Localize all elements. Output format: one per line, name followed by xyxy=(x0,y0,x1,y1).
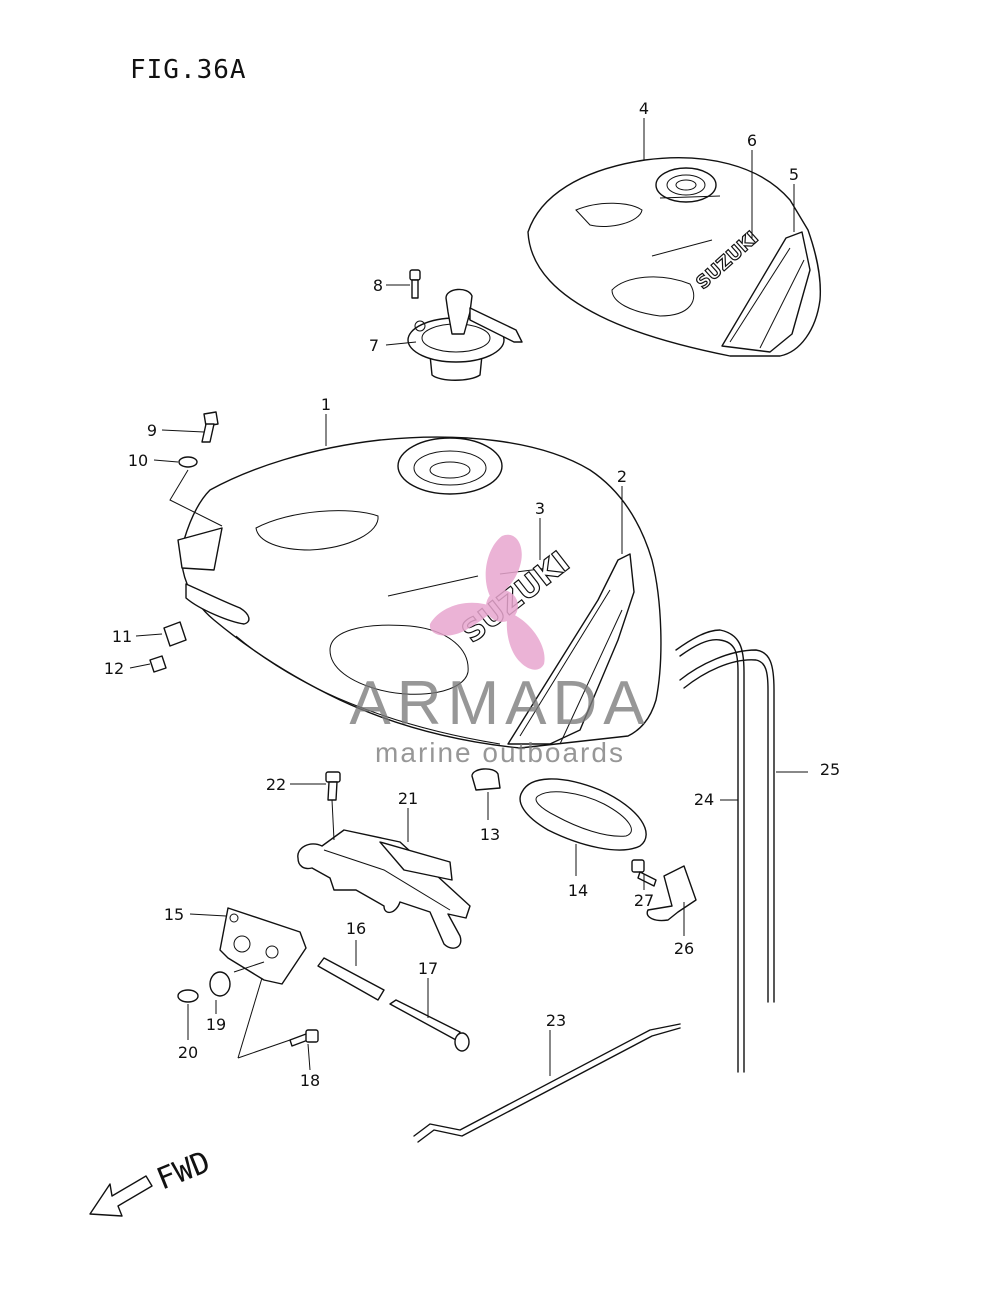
gasket-14 xyxy=(519,778,647,851)
leader-lines xyxy=(129,118,808,1076)
fuel-cap-bolt xyxy=(409,269,421,299)
bolt-17 xyxy=(389,999,470,1052)
collar-16 xyxy=(317,957,385,1001)
hose-24 xyxy=(679,649,775,1003)
callout-3: 3 xyxy=(535,499,545,518)
fuel-tank: SUZUKI xyxy=(177,436,662,749)
nut-12 xyxy=(149,655,167,673)
clamp-26 xyxy=(646,865,697,922)
callout-11: 11 xyxy=(112,627,132,646)
screw-27 xyxy=(631,859,657,887)
callout-12: 12 xyxy=(104,659,124,678)
rod-23 xyxy=(413,1023,681,1143)
callout-10: 10 xyxy=(128,451,148,470)
hose-25 xyxy=(675,629,745,1073)
figure-title: FIG.36A xyxy=(130,55,247,85)
callout-20: 20 xyxy=(178,1043,198,1062)
bracket-21 xyxy=(297,829,471,949)
callout-7: 7 xyxy=(369,336,379,355)
callout-1: 1 xyxy=(321,395,331,414)
forward-arrow: FWD xyxy=(89,1145,215,1217)
forward-label: FWD xyxy=(152,1145,215,1198)
callout-24: 24 xyxy=(694,790,714,809)
callout-2: 2 xyxy=(617,467,627,486)
watermark-propeller-logo xyxy=(429,534,545,670)
fuel-cap xyxy=(407,288,523,381)
callout-13: 13 xyxy=(480,825,500,844)
callout-9: 9 xyxy=(147,421,157,440)
callout-14: 14 xyxy=(568,881,588,900)
callout-6: 6 xyxy=(747,131,757,150)
callout-26: 26 xyxy=(674,939,694,958)
callout-23: 23 xyxy=(546,1011,566,1030)
callout-27: 27 xyxy=(634,891,654,910)
collar-20 xyxy=(177,989,199,1003)
callout-15: 15 xyxy=(164,905,184,924)
watermark-brand: ARMADA xyxy=(349,669,650,738)
watermark: ARMADA marine outboards xyxy=(349,534,650,768)
tank-cover: SUZUKI xyxy=(527,157,822,357)
bolt-22 xyxy=(325,771,341,801)
watermark-tagline: marine outboards xyxy=(375,737,625,768)
washer-10 xyxy=(178,456,198,468)
bolt-18 xyxy=(289,1029,319,1047)
cushion-19 xyxy=(209,971,231,997)
callout-22: 22 xyxy=(266,775,286,794)
bolt-9 xyxy=(201,411,219,443)
callout-17: 17 xyxy=(418,959,438,978)
callout-25: 25 xyxy=(820,760,840,779)
callout-19: 19 xyxy=(206,1015,226,1034)
callout-5: 5 xyxy=(789,165,799,184)
cushion-11 xyxy=(163,621,187,647)
bracket-15 xyxy=(219,907,307,985)
callout-18: 18 xyxy=(300,1071,320,1090)
cushion-13 xyxy=(471,768,501,791)
callout-21: 21 xyxy=(398,789,418,808)
callout-16: 16 xyxy=(346,919,366,938)
callout-4: 4 xyxy=(639,99,649,118)
callouts: 1 2 3 4 5 6 7 8 9 10 11 12 13 14 15 16 1… xyxy=(104,99,840,1090)
callout-8: 8 xyxy=(373,276,383,295)
